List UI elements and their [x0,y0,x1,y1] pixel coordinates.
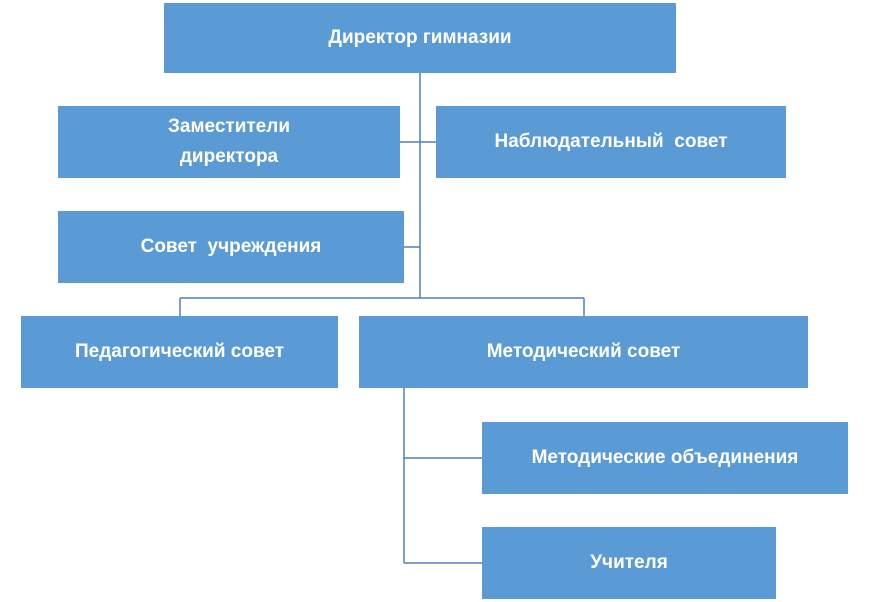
node-director-label: Директор гимназии [328,26,512,48]
node-teachers: Учителя [482,527,776,599]
node-director: Директор гимназии [164,3,676,73]
node-deputies: Заместители директора [58,106,400,178]
node-methodical-associations-label: Методические объединения [531,446,799,468]
node-pedagogical-council: Педагогический совет [21,316,338,388]
node-methodical-council: Методический совет [359,316,808,388]
node-methodical-associations: Методические объединения [482,422,848,494]
node-supervisory-board: Наблюдательный совет [436,106,786,178]
node-institution-council: Совет учреждения [58,211,404,283]
node-teachers-label: Учителя [590,551,668,573]
node-methodical-council-label: Методический совет [486,340,681,362]
node-deputies-label: Заместители директора [167,115,290,167]
node-institution-council-label: Совет учреждения [140,235,322,257]
node-supervisory-board-label: Наблюдательный совет [494,130,728,152]
node-pedagogical-council-label: Педагогический совет [75,340,284,362]
